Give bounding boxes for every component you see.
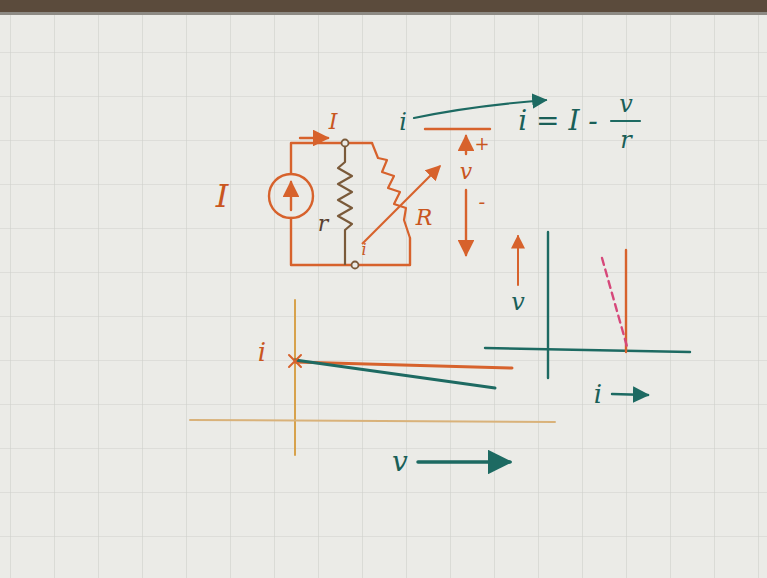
- axis-label: v: [392, 448, 408, 476]
- axis-label: i: [594, 381, 602, 407]
- board-shadow: [0, 12, 767, 15]
- circuit-wires: [269, 138, 410, 265]
- polarity-sign: +: [474, 135, 489, 153]
- board-edge: [0, 0, 767, 12]
- source-label: I: [216, 180, 229, 212]
- axis-label: i: [258, 339, 266, 365]
- variable-resistor-symbol: [362, 143, 440, 244]
- fraction-bar: [611, 120, 640, 122]
- fraction-denominator: r: [620, 128, 631, 152]
- resistor-label: R: [416, 207, 433, 229]
- i-v-graph: [190, 300, 555, 462]
- current-label: i: [399, 110, 407, 134]
- current-label: I: [329, 111, 338, 133]
- resistor-symbol: [338, 143, 352, 265]
- fraction-numerator: v: [619, 92, 633, 116]
- polarity-sign: -: [479, 192, 486, 212]
- current-label: i: [361, 242, 366, 258]
- resistor-label: r: [318, 213, 329, 235]
- axis-label: v: [511, 290, 525, 314]
- junction-dot: [342, 140, 359, 269]
- v-i-graph: [485, 232, 690, 395]
- terminal-bar: [425, 129, 490, 255]
- current-source: [269, 174, 313, 218]
- voltage-label: v: [460, 161, 472, 183]
- equation: i = I -: [518, 107, 598, 135]
